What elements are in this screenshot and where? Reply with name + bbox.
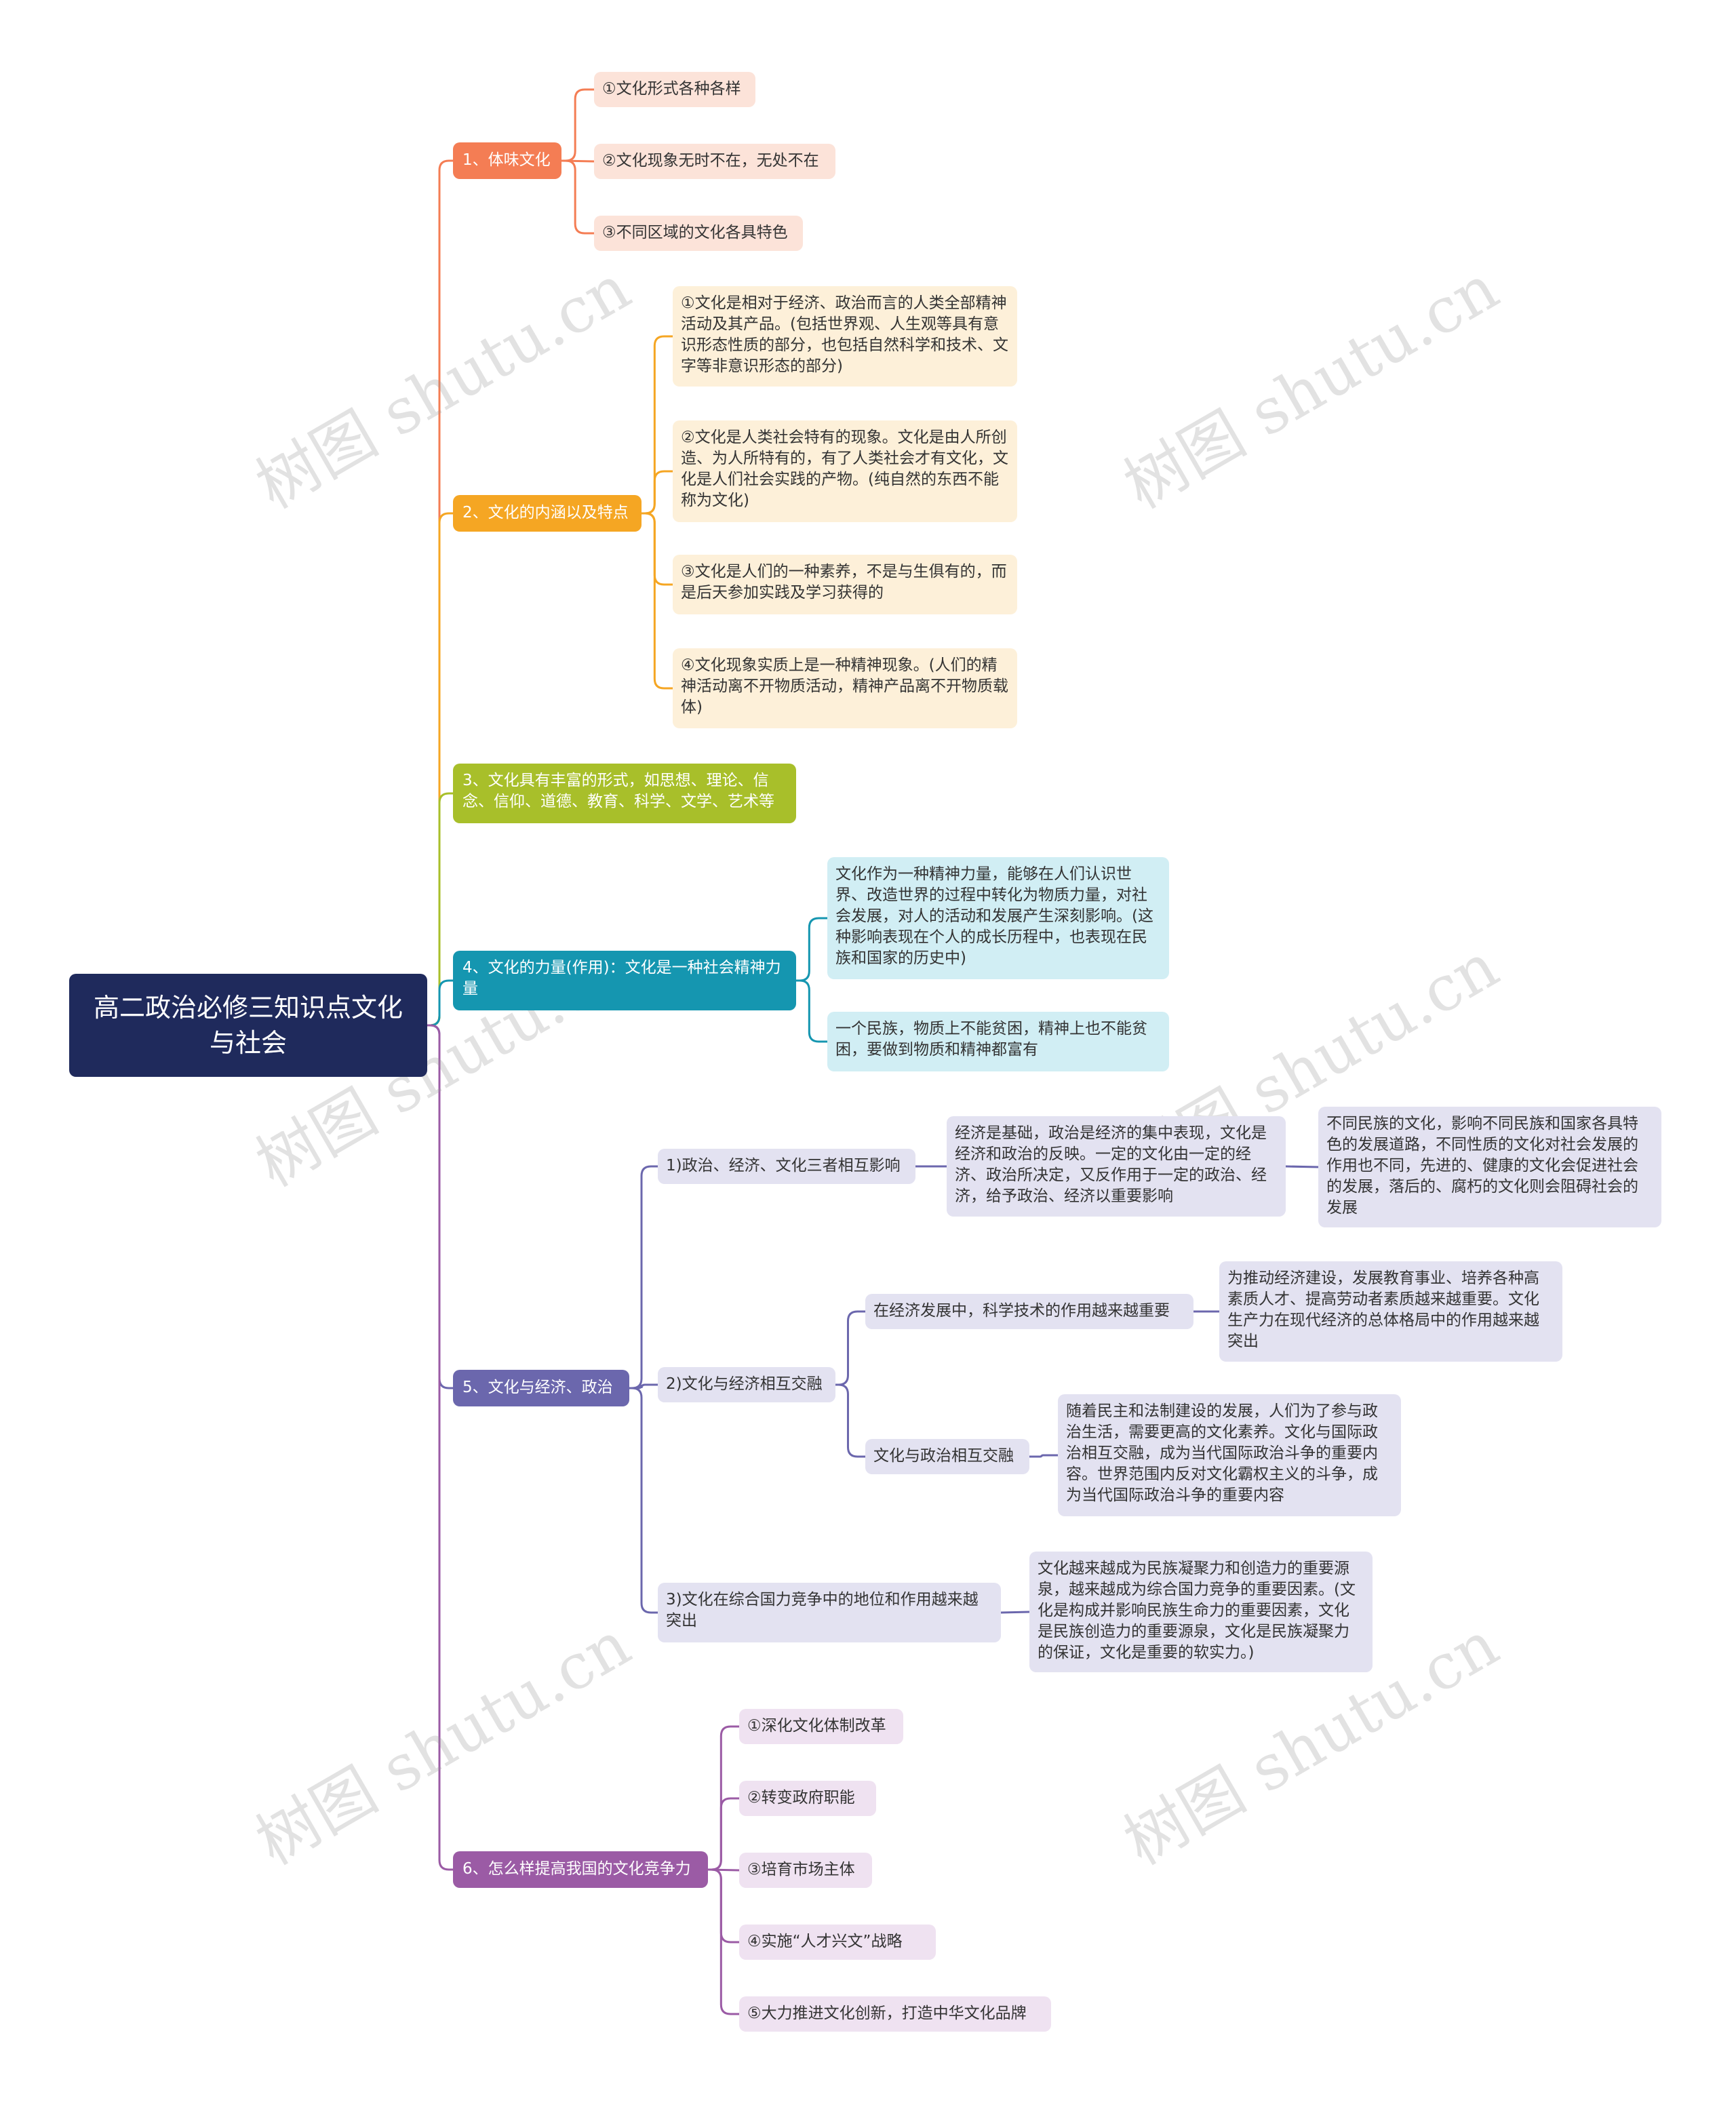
branch-5-sub-2b[interactable]: 文化与政治相互交融 xyxy=(865,1439,1029,1474)
branch-4-item[interactable]: 文化作为一种精神力量，能够在人们认识世界、改造世界的过程中转化为物质力量，对社会… xyxy=(827,857,1169,979)
branch-6-item[interactable]: ①深化文化体制改革 xyxy=(739,1709,903,1744)
branch-4-connector xyxy=(796,979,827,1043)
branch-6-item[interactable]: ③培育市场主体 xyxy=(739,1853,872,1888)
branch-6-connector xyxy=(708,1797,739,1871)
branch-2-connector xyxy=(642,512,673,586)
branch-5-connector xyxy=(629,1165,658,1389)
branch-6-item[interactable]: ④实施“人才兴文”战略 xyxy=(739,1925,936,1960)
branch-2-item[interactable]: ④文化现象实质上是一种精神现象。(人们的精神活动离不开物质活动，精神产品离不开物… xyxy=(673,648,1017,728)
branch-6-item[interactable]: ⑤大力推进文化创新，打造中华文化品牌 xyxy=(739,1996,1051,2032)
branch-6-item[interactable]: ②转变政府职能 xyxy=(739,1781,876,1816)
branch-5-sub-2a[interactable]: 在经济发展中，科学技术的作用越来越重要 xyxy=(865,1294,1194,1329)
branch-2-node[interactable]: 2、文化的内涵以及特点 xyxy=(453,495,642,532)
branch-5-sub-1-detail-2[interactable]: 不同民族的文化，影响不同民族和国家各具特色的发展道路，不同性质的文化对社会发展的… xyxy=(1318,1107,1661,1227)
root-connector xyxy=(427,1024,453,1871)
branch-6-node[interactable]: 6、怎么样提高我国的文化竞争力 xyxy=(453,1851,708,1888)
branch-2-connector xyxy=(642,512,673,690)
root-topic[interactable]: 高二政治必修三知识点文化与社会 xyxy=(69,974,427,1077)
branch-4-connector xyxy=(796,917,827,982)
branch-6-connector xyxy=(708,1868,739,1944)
branch-5-sub-2a-detail[interactable]: 为推动经济建设，发展教育事业、培养各种高素质人才、提高劳动者素质越来越重要。文化… xyxy=(1219,1261,1562,1362)
branch-5-sub-1[interactable]: 1)政治、经济、文化三者相互影响 xyxy=(658,1149,915,1184)
branch-5-sub-2b-detail[interactable]: 随着民主和法制建设的发展，人们为了参与政治生活，需要更高的文化素养。文化与国际政… xyxy=(1058,1394,1401,1516)
branch-5-sub-3-detail[interactable]: 文化越来越成为民族凝聚力和创造力的重要源泉，越来越成为综合国力竞争的重要因素。(… xyxy=(1029,1552,1373,1672)
branch-4-node[interactable]: 4、文化的力量(作用)：文化是一种社会精神力量 xyxy=(453,951,796,1010)
branch-2-connector xyxy=(642,470,673,515)
branch-3-node[interactable]: 3、文化具有丰富的形式，如思想、理论、信念、信仰、道德、教育、科学、文学、艺术等 xyxy=(453,764,796,823)
branch-2-item[interactable]: ②文化是人类社会特有的现象。文化是由人所创造、为人所特有的，有了人类社会才有文化… xyxy=(673,420,1017,522)
branch-5-sub-2[interactable]: 2)文化与经济相互交融 xyxy=(658,1367,835,1402)
branch-2-item[interactable]: ③文化是人们的一种素养，不是与生俱有的，而是后天参加实践及学习获得的 xyxy=(673,555,1017,614)
branch-1-connector xyxy=(561,159,594,235)
root-connector xyxy=(427,979,453,1027)
branch-1-item[interactable]: ②文化现象无时不在，无处不在 xyxy=(594,144,835,179)
branch-1-node[interactable]: 1、体味文化 xyxy=(453,142,561,179)
branch-5-connector xyxy=(1000,1611,1030,1614)
branch-6-connector xyxy=(708,1868,739,2015)
branch-5-connector xyxy=(1029,1454,1058,1458)
branch-1-connector xyxy=(561,88,594,162)
branch-4-item[interactable]: 一个民族，物质上不能贫困，精神上也不能贫困，要做到物质和精神都富有 xyxy=(827,1012,1169,1071)
branch-1-item[interactable]: ①文化形式各种各样 xyxy=(594,72,755,107)
branch-5-connector xyxy=(835,1383,865,1458)
branch-5-sub-3[interactable]: 3)文化在综合国力竞争中的地位和作用越来越突出 xyxy=(658,1583,1001,1642)
branch-5-connector xyxy=(1285,1165,1319,1168)
branch-5-connector xyxy=(629,1387,658,1614)
branch-5-node[interactable]: 5、文化与经济、政治 xyxy=(453,1370,629,1406)
branch-5-connector xyxy=(629,1383,658,1389)
branch-5-sub-1-detail[interactable]: 经济是基础，政治是经济的集中表现，文化是经济和政治的反映。一定的文化由一定的经济… xyxy=(947,1116,1286,1217)
branch-2-connector xyxy=(642,335,673,515)
branch-2-item[interactable]: ①文化是相对于经济、政治而言的人类全部精神活动及其产品。(包括世界观、人生观等具… xyxy=(673,286,1017,387)
branch-5-connector xyxy=(835,1310,865,1386)
branch-1-item[interactable]: ③不同区域的文化各具特色 xyxy=(594,216,803,251)
